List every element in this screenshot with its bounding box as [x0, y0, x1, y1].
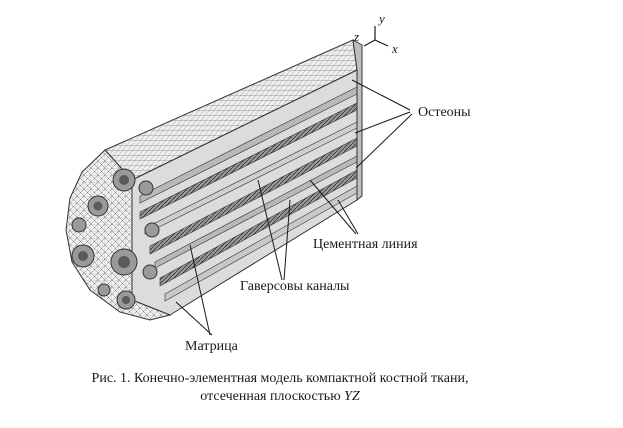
- caption-plane-name: YZ: [344, 389, 360, 404]
- osteon-cross-sections: [71, 168, 160, 310]
- osteons-leaders: [351, 79, 413, 169]
- side-bands: [139, 86, 358, 302]
- cement-line-label: Цементная линия: [313, 237, 418, 252]
- caption-line-2: отсеченная плоскостью YZ: [0, 388, 560, 406]
- osteons-label: Остеоны: [418, 105, 471, 120]
- matrix-label: Матрица: [185, 339, 238, 354]
- figure-caption: Рис. 1. Конечно-элементная модель компак…: [0, 370, 560, 406]
- axis-y-label: y: [379, 11, 385, 26]
- front-face: [65, 149, 172, 321]
- cement-line-leaders: [309, 179, 359, 235]
- caption-line-2-prefix: отсеченная плоскостью: [200, 389, 345, 404]
- axis-z-label: z: [354, 29, 360, 44]
- axis-triad: [363, 26, 389, 47]
- haversian-canals-leaders: [257, 179, 291, 281]
- matrix-leaders: [175, 244, 213, 336]
- haversian-canals-label: Гаверсовы каналы: [240, 279, 350, 294]
- caption-line-1: Рис. 1. Конечно-элементная модель компак…: [91, 371, 469, 386]
- end-face: [352, 39, 363, 202]
- axis-x-label: x: [392, 41, 398, 56]
